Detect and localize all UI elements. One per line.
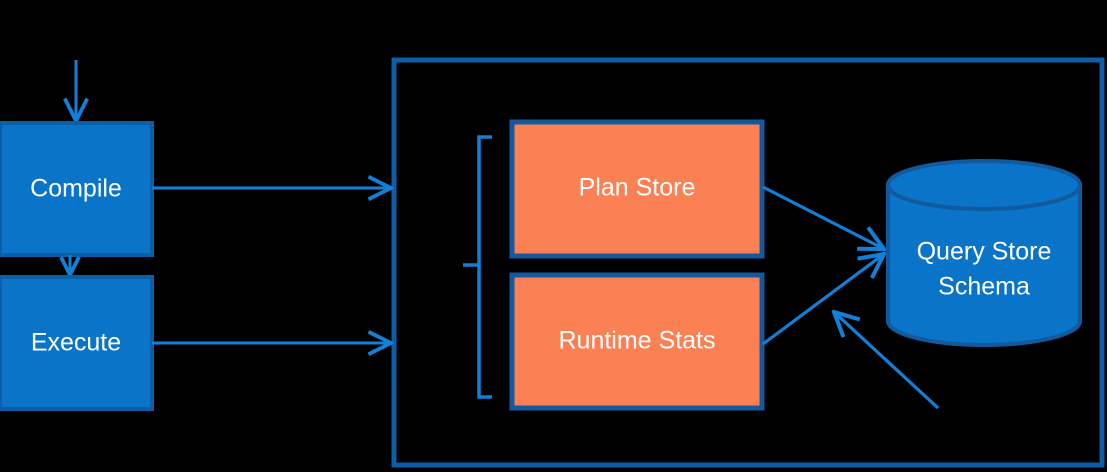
- plan-store-box[interactable]: [509, 119, 765, 259]
- connector-plan-store-to-schema: [762, 185, 884, 249]
- query-store-schema-cylinder[interactable]: [886, 159, 1082, 347]
- connector-external-to-schema: [834, 312, 940, 410]
- plan-store-label: Plan Store: [579, 174, 696, 202]
- execute-label: Execute: [31, 329, 121, 357]
- cylinder-body: [886, 183, 1082, 347]
- execute-box[interactable]: [0, 275, 154, 411]
- connector-runtime-stats-to-schema: [762, 254, 884, 346]
- query-store-container: [391, 57, 1105, 468]
- compile-label: Compile: [30, 175, 122, 203]
- store-group-bracket: [463, 135, 492, 399]
- query-store-schema-label-line1: Query Store: [917, 238, 1052, 266]
- runtime-stats-box[interactable]: [509, 272, 765, 411]
- cylinder-top: [886, 159, 1082, 211]
- runtime-stats-label: Runtime Stats: [558, 327, 715, 355]
- query-store-schema-label-line2: Schema: [938, 273, 1030, 301]
